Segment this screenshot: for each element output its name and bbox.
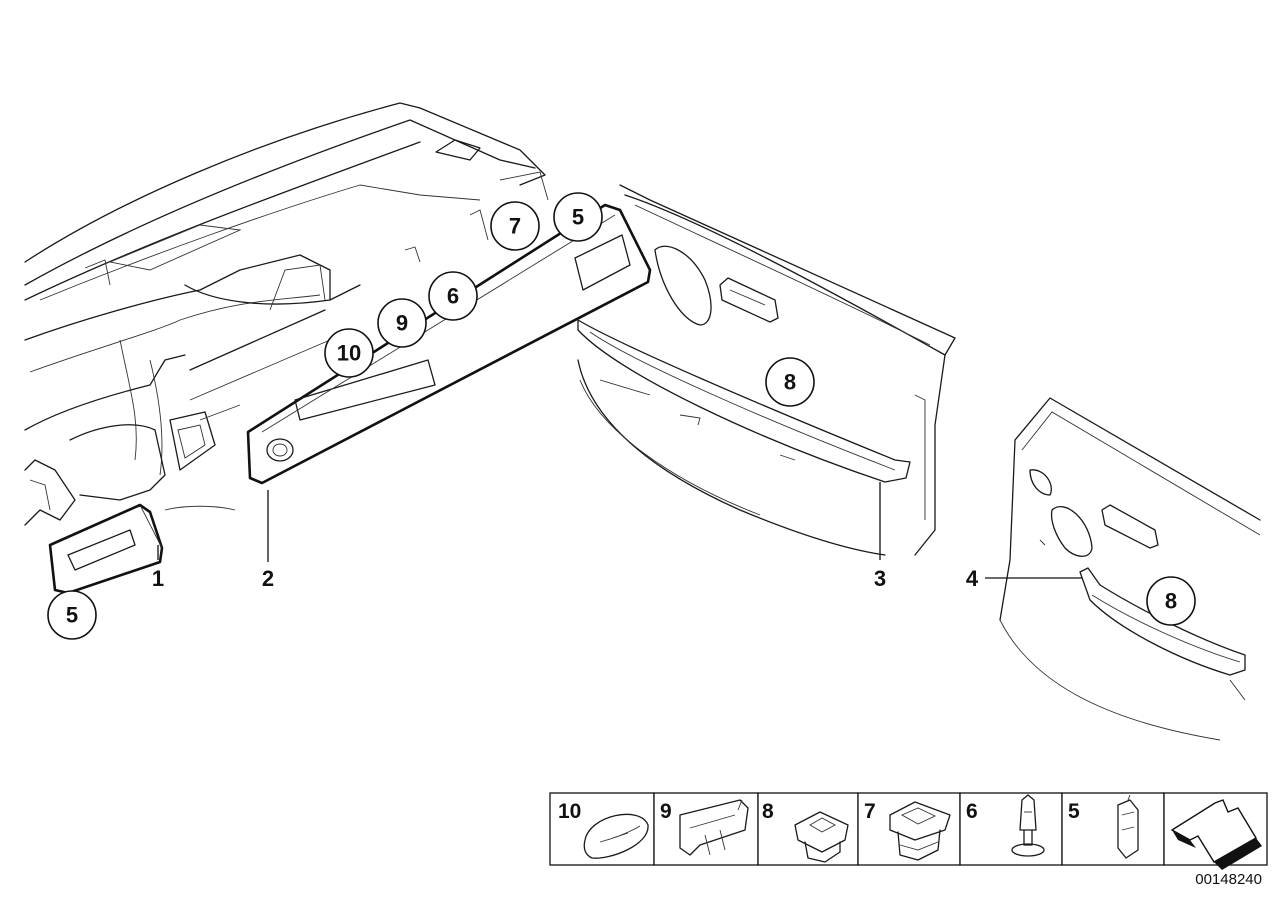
callout-8-rear-door: 8 xyxy=(1146,576,1196,626)
part-label-2: 2 xyxy=(262,566,274,591)
parts-strip-cell-6 xyxy=(959,792,1063,866)
parts-strip: 10 9 8 7 6 5 xyxy=(549,792,1268,870)
parts-strip-num-5: 5 xyxy=(1068,800,1080,823)
diagram-id-label: 00148240 xyxy=(1195,871,1262,888)
callout-6-text: 6 xyxy=(447,284,459,309)
part-label-1: 1 xyxy=(152,566,164,591)
grommet-part-7-icon xyxy=(889,801,951,861)
callout-10: 10 xyxy=(324,328,374,378)
callout-5-left: 5 xyxy=(47,590,97,640)
callout-8-rear-door-text: 8 xyxy=(1165,589,1177,614)
parts-strip-cell-10 xyxy=(549,792,655,866)
leader-lines xyxy=(157,482,1082,579)
cap-part-10-icon xyxy=(583,813,649,859)
parts-strip-num-6: 6 xyxy=(966,800,978,823)
trim-part-2 xyxy=(246,203,652,485)
parts-strip-num-7: 7 xyxy=(864,800,876,823)
metal-clip-part-5-icon xyxy=(1117,794,1139,859)
callout-5-left-text: 5 xyxy=(66,603,78,628)
parts-strip-num-8: 8 xyxy=(762,800,774,823)
bracket-clip-part-9-icon xyxy=(679,799,749,856)
orientation-arrow-icon xyxy=(1170,799,1262,870)
callout-9: 9 xyxy=(377,298,427,348)
part-label-4: 4 xyxy=(966,566,979,591)
trim-part-1 xyxy=(48,503,164,595)
callout-5-top-text: 5 xyxy=(572,205,584,230)
callout-8-front-door-text: 8 xyxy=(784,370,796,395)
callout-6: 6 xyxy=(428,271,478,321)
parts-strip-cell-8 xyxy=(757,792,859,866)
callout-8-front-door: 8 xyxy=(765,357,815,407)
callout-5-top: 5 xyxy=(553,192,603,242)
part-label-3: 3 xyxy=(874,566,886,591)
parts-strip-cell-5 xyxy=(1061,792,1165,866)
parts-strip-num-9: 9 xyxy=(660,800,672,823)
front-door-panel xyxy=(577,184,956,556)
dashboard-illustration xyxy=(24,102,549,526)
callout-9-text: 9 xyxy=(396,311,408,336)
rear-door-panel xyxy=(999,397,1261,741)
push-pin-part-6-icon xyxy=(1011,794,1045,857)
callout-7: 7 xyxy=(490,201,540,251)
callout-10-text: 10 xyxy=(337,341,361,366)
callout-7-text: 7 xyxy=(509,214,521,239)
parts-strip-cell-9 xyxy=(653,792,759,866)
parts-strip-num-10: 10 xyxy=(558,800,581,823)
square-clip-part-8-icon xyxy=(794,811,849,863)
